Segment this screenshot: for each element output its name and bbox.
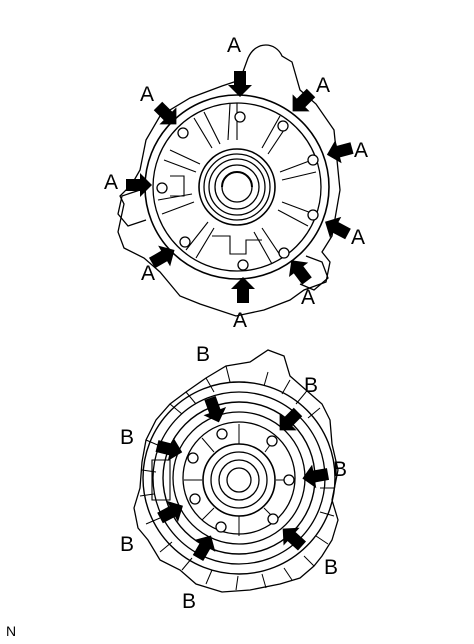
bolt-b-3	[283, 474, 295, 486]
bolt-a-9	[177, 127, 189, 139]
top-hub-ring-3	[214, 164, 260, 210]
top-housing-lug-left	[117, 189, 147, 227]
arrow-a-1	[228, 71, 252, 97]
bottom-arrows	[155, 395, 330, 561]
arrow-a-8	[126, 173, 152, 197]
arrow-a-3	[326, 140, 354, 164]
arrow-b-7	[155, 437, 183, 462]
top-labels: A A A A A A A A A	[104, 34, 368, 332]
bottom-bolts	[187, 428, 295, 533]
label-b: B	[304, 374, 318, 397]
bottom-left-cutout	[151, 459, 171, 501]
label-a: A	[140, 83, 154, 106]
arrow-b-6	[157, 500, 183, 524]
label-b: B	[324, 556, 338, 579]
top-hub-outer	[198, 148, 276, 226]
bottom-housing-outline	[133, 349, 339, 593]
top-hub-spline	[221, 171, 253, 188]
arrow-b-1	[203, 395, 227, 423]
label-a: A	[301, 286, 315, 309]
bolt-a-4	[307, 209, 319, 221]
top-arrows	[126, 71, 354, 303]
top-bolts	[156, 111, 319, 271]
top-plate-chamber	[212, 235, 262, 255]
bottom-hub-bore	[226, 467, 252, 493]
arrow-b-2	[279, 407, 303, 431]
label-a: A	[233, 309, 247, 332]
label-a: A	[354, 139, 368, 162]
label-a: A	[351, 226, 365, 249]
arrow-a-6	[231, 277, 255, 303]
label-b: B	[120, 426, 134, 449]
arrow-a-4	[325, 216, 351, 240]
bottom-hub-ring-2	[218, 459, 260, 501]
arrow-b-3	[302, 464, 330, 489]
label-b: B	[120, 533, 134, 556]
label-a: A	[141, 262, 155, 285]
label-b: B	[182, 590, 196, 613]
top-plate-chamber-2	[170, 175, 185, 197]
figure-code: N	[6, 623, 16, 639]
label-a: A	[227, 34, 241, 57]
bottom-labels: B B B B B B B	[120, 343, 347, 613]
bolt-a-1	[234, 111, 246, 123]
label-a: A	[316, 74, 330, 97]
top-hub-ring-2	[208, 158, 266, 216]
arrow-a-7	[149, 245, 175, 269]
arrow-a-9	[153, 101, 177, 125]
bolt-a-3	[307, 154, 319, 166]
bottom-outer-segments	[139, 365, 335, 591]
arrow-a-2	[292, 88, 316, 112]
arrow-b-4	[282, 527, 307, 551]
label-a: A	[104, 171, 118, 194]
top-housing-outline	[117, 44, 341, 317]
bolt-a-2	[277, 120, 289, 132]
label-b: B	[333, 458, 347, 481]
bottom-hub-outer	[202, 443, 276, 517]
bolt-b-5	[215, 521, 227, 533]
bolt-a-6	[237, 259, 249, 271]
top-hub-ring-1	[203, 153, 271, 221]
bottom-hub-ring-1	[210, 451, 268, 509]
bolt-b-7	[187, 452, 199, 464]
label-b: B	[196, 343, 210, 366]
bolt-a-8	[156, 182, 168, 194]
bottom-ring-1	[142, 381, 336, 575]
arrow-a-5	[288, 260, 312, 285]
bolt-a-5	[278, 247, 290, 259]
bolt-b-1	[216, 428, 228, 440]
bolt-b-6	[189, 493, 201, 505]
bolt-b-2	[266, 435, 278, 447]
bolt-a-7	[179, 236, 191, 248]
arrow-b-5	[192, 535, 216, 561]
bolt-b-4	[267, 513, 279, 525]
top-housing-lug-right	[299, 255, 329, 291]
